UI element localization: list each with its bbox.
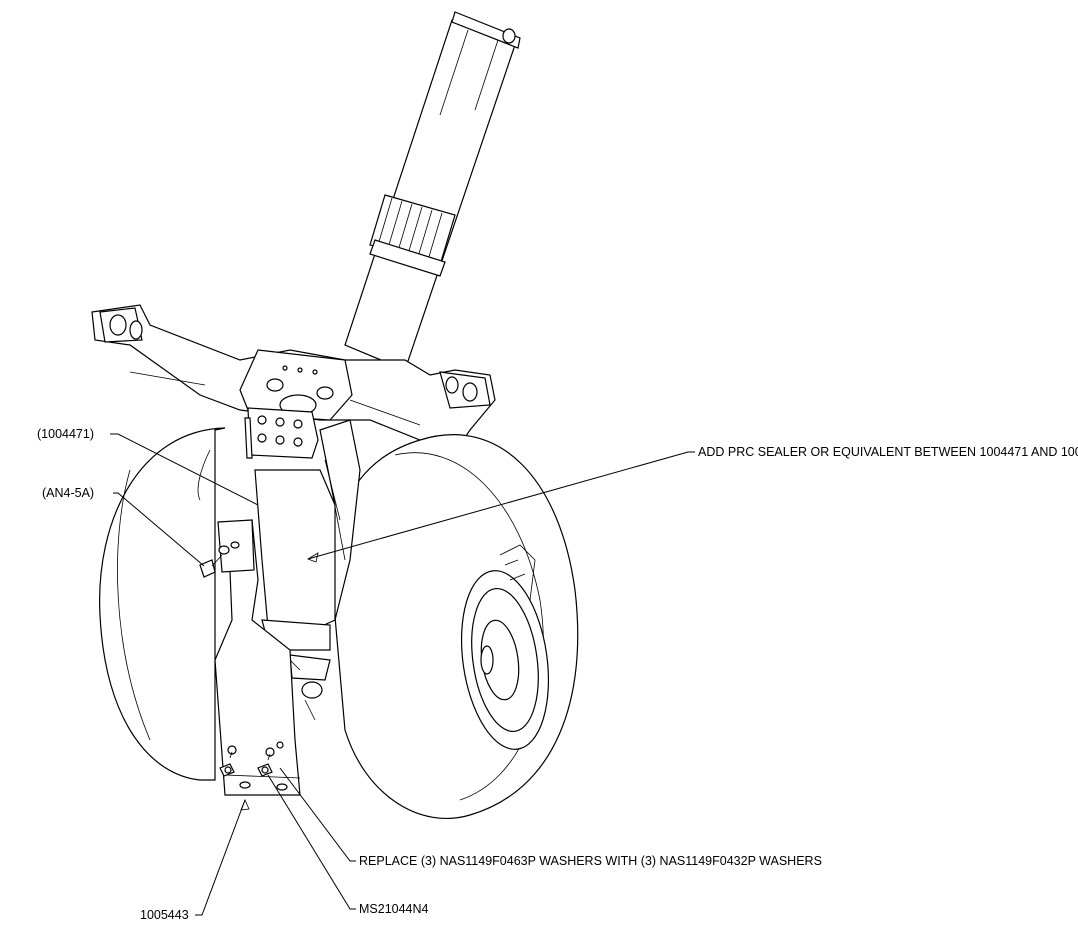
- right-wheel-tire: [329, 434, 579, 820]
- callout-washer-note: REPLACE (3) NAS1149F0463P WASHERS WITH (…: [359, 854, 822, 868]
- callout-sealer-note: ADD PRC SEALER OR EQUIVALENT BETWEEN 100…: [698, 445, 1078, 459]
- strut-collar: [369, 194, 456, 277]
- callout-an4-5a: (AN4-5A): [42, 486, 94, 500]
- callout-1004471: (1004471): [37, 427, 94, 441]
- callout-1005443: 1005443: [140, 908, 189, 922]
- callout-ms21044n4: MS21044N4: [359, 902, 429, 916]
- fork-body: [254, 419, 361, 721]
- nut-ms21044n4-icon: [219, 751, 273, 777]
- strut-cylinder: [344, 11, 521, 371]
- bracket-1004471: [244, 407, 319, 459]
- left-wheel-tire: [99, 427, 226, 781]
- plate-1005443: [214, 519, 301, 796]
- bolt-an4-5a-icon: [199, 554, 223, 578]
- strut-head-block: [239, 349, 353, 421]
- leader-lines: [110, 433, 695, 916]
